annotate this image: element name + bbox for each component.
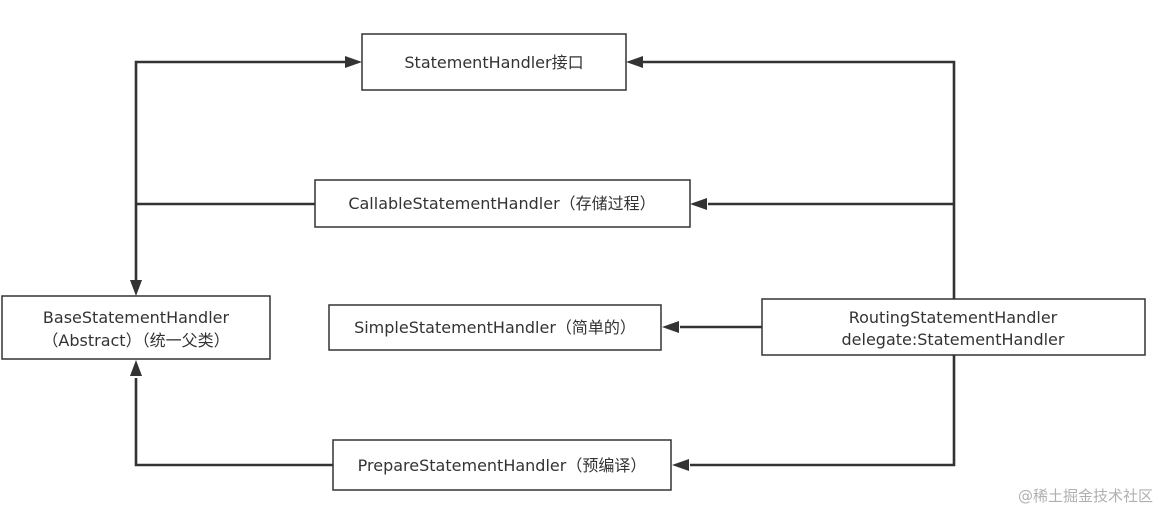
arrowhead-into-base-top [130,280,142,296]
node-simple-handler: SimpleStatementHandler（简单的） [328,304,662,351]
node-callable-handler: CallableStatementHandler（存储过程） [314,179,691,228]
node-label-line2: （Abstract）（统一父类） [42,331,229,350]
node-routing-handler: RoutingStatementHandler delegate:Stateme… [761,298,1146,356]
edge-base-to-statementhandler [134,60,347,282]
edge-prepare-to-base [134,378,333,467]
node-base-handler: BaseStatementHandler （Abstract）（统一父类） [1,295,271,360]
watermark: @稀土掘金技术社区 [1017,487,1153,505]
arrowhead-into-statementhandler-left [345,56,362,68]
arrowhead-into-base-bottom [130,360,142,376]
node-label-line1: BaseStatementHandler [43,308,230,327]
edge-routing-to-statementhandler [643,60,956,299]
edge-routing-to-prepare [690,355,956,467]
node-label-line1: RoutingStatementHandler [849,308,1058,327]
node-prepare-handler: PrepareStatementHandler（预编译） [332,439,672,491]
arrowhead-into-simple [662,321,679,333]
node-label-line2: delegate:StatementHandler [842,330,1065,349]
arrowhead-into-prepare [672,459,689,471]
arrowhead-into-callable [690,198,707,210]
node-label: CallableStatementHandler（存储过程） [348,194,655,213]
node-statement-handler: StatementHandler接口 [361,33,627,91]
node-label: SimpleStatementHandler（简单的） [354,318,636,337]
arrowhead-into-statementhandler-right [626,56,643,68]
node-label: StatementHandler接口 [404,53,583,72]
edges [130,56,956,471]
node-label: PrepareStatementHandler（预编译） [358,456,647,475]
